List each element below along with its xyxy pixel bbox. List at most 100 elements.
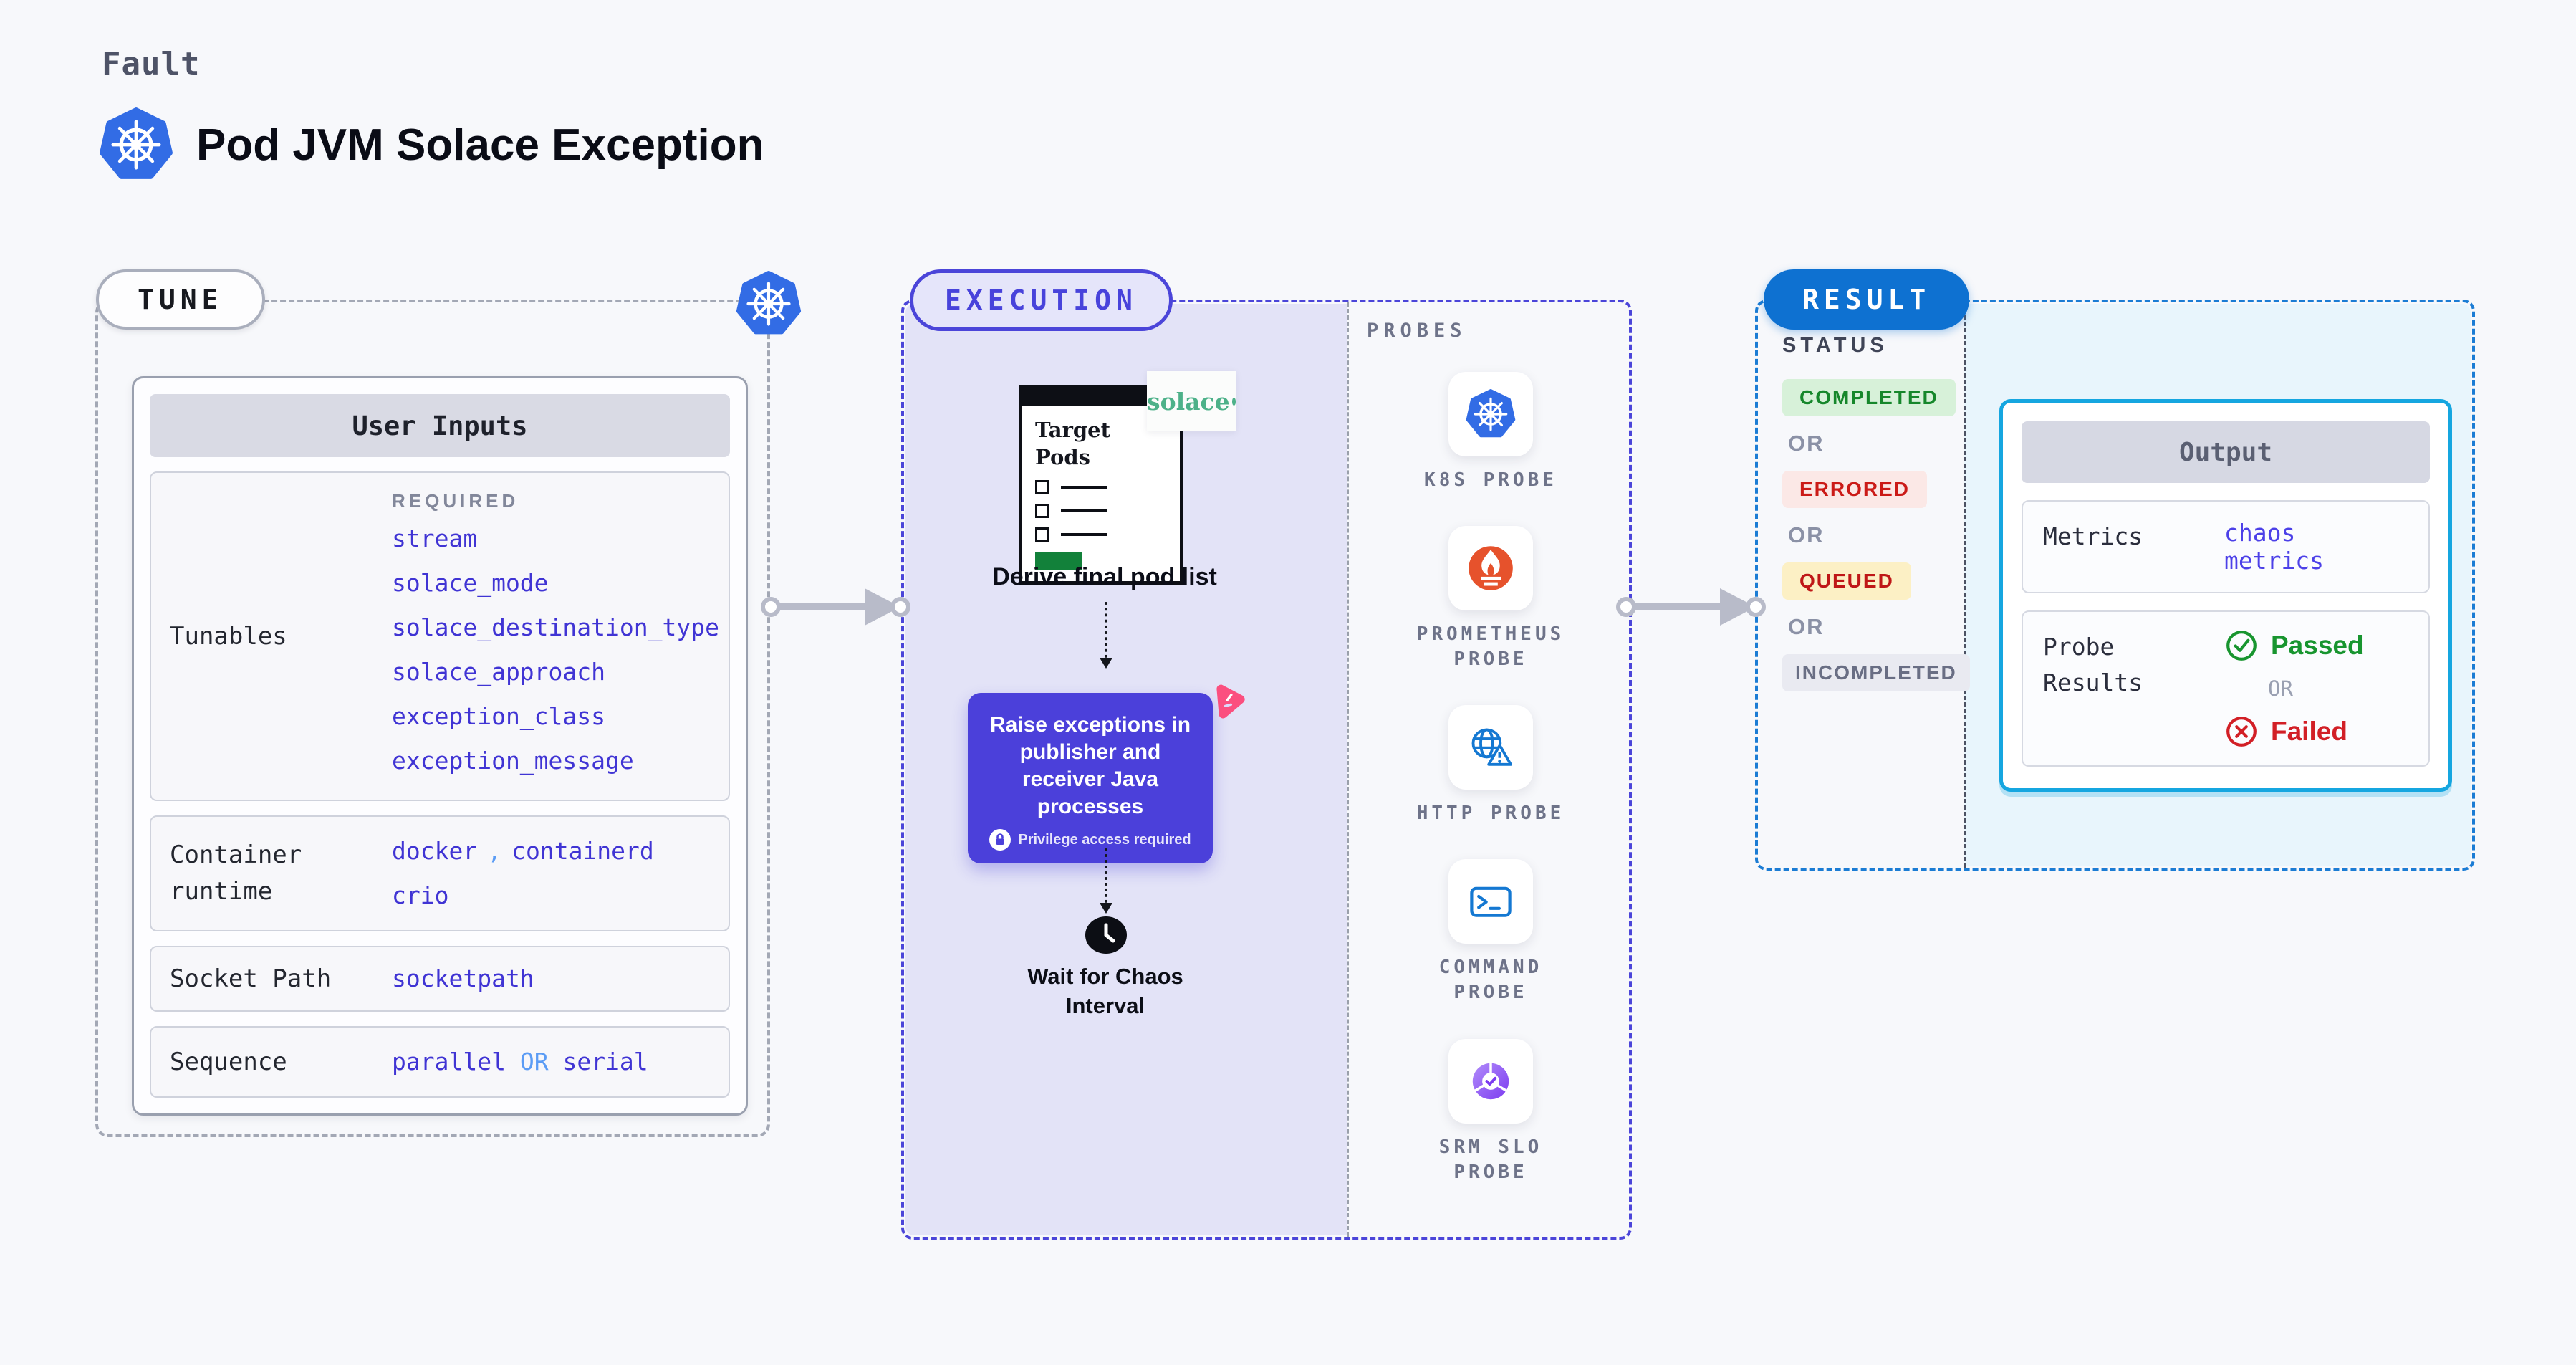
- flow-arrow-execution-to-result: [1616, 587, 1766, 627]
- probe-item: HTTP PROBE: [1417, 705, 1565, 826]
- execution-section: EXECUTION Target Pods solace Derive fina…: [901, 269, 1635, 1240]
- target-pods-graphic: Target Pods: [1019, 385, 1183, 585]
- tunable-value: exception_class: [392, 701, 606, 730]
- connector-dot: [1746, 597, 1766, 617]
- srm-slo-probe-card: [1448, 1038, 1533, 1124]
- status-badge-queued: QUEUED: [1782, 562, 1911, 600]
- result-section: RESULT STATUS COMPLETED OR ERRORED OR QU…: [1755, 269, 2475, 871]
- k8s-probe-card: [1448, 372, 1533, 456]
- dotted-arrow: [1099, 602, 1115, 669]
- lock-icon: [989, 829, 1011, 851]
- checkbox-icon: [1035, 480, 1049, 495]
- user-inputs-card: User Inputs Tunables REQUIRED stream sol…: [132, 376, 748, 1116]
- kubernetes-icon: [1466, 389, 1516, 439]
- status-title: STATUS: [1782, 334, 1888, 357]
- privilege-note: Privilege access required: [979, 829, 1201, 851]
- check-circle-icon: [2226, 631, 2257, 661]
- arrowhead: [1100, 903, 1112, 914]
- kubernetes-icon: [736, 269, 802, 338]
- arrowhead: [1100, 658, 1112, 669]
- checkbox-icon: [1035, 527, 1049, 542]
- runtime-value: crio: [392, 881, 449, 909]
- command-probe-card: [1448, 859, 1533, 944]
- dotted-arrow: [1099, 848, 1115, 914]
- connector-dot: [890, 597, 910, 617]
- output-header: Output: [2022, 421, 2430, 483]
- or-text: OR: [1788, 522, 1825, 547]
- status-column: STATUS COMPLETED OR ERRORED OR QUEUED OR…: [1782, 334, 1970, 691]
- page-header: Pod JVM Solace Exception: [99, 106, 764, 183]
- checkbox-icon: [1035, 504, 1049, 519]
- sequence-label: Sequence: [170, 1047, 287, 1076]
- probe-item: SRM SLO PROBE: [1397, 1038, 1585, 1185]
- container-runtime-label: Container runtime: [170, 840, 302, 906]
- globe-warning-icon: [1471, 728, 1512, 767]
- sequence-value: serial: [562, 1048, 648, 1076]
- x-circle-icon: [2226, 717, 2257, 747]
- output-card: Output Metrics chaos metrics Probe Resul…: [1999, 399, 2452, 792]
- tunables-values: REQUIRED stream solace_mode solace_desti…: [392, 473, 729, 800]
- probe-item: COMMAND PROBE: [1397, 859, 1585, 1005]
- probe-item: K8S PROBE: [1424, 372, 1557, 493]
- slo-pie-icon: [1472, 1061, 1509, 1099]
- green-button-graphic: [1035, 552, 1082, 570]
- http-probe-card: [1448, 705, 1533, 790]
- connector-dot: [1616, 597, 1636, 617]
- sequence-row: Sequence parallel OR serial: [150, 1026, 730, 1098]
- status-badge-completed: COMPLETED: [1782, 379, 1956, 416]
- terminal-icon: [1470, 887, 1512, 918]
- metrics-value: chaos metrics: [2224, 519, 2325, 575]
- execution-pill: EXECUTION: [910, 269, 1173, 331]
- flow-arrow-tune-to-execution: [761, 587, 910, 627]
- metrics-label: Metrics: [2043, 522, 2143, 550]
- probe-results-row: Probe Results Passed OR: [2022, 610, 2430, 767]
- target-pods-label: Target Pods: [1035, 418, 1110, 469]
- socket-path-value: socketpath: [392, 964, 534, 992]
- tune-pill: TUNE: [96, 269, 265, 330]
- runtime-value: docker: [392, 837, 478, 865]
- sequence-values: parallel OR serial: [392, 1040, 729, 1084]
- probes-divider: [1347, 302, 1349, 1237]
- tunable-value: stream: [392, 524, 478, 552]
- status-badge-incompleted: INCOMPLETED: [1782, 654, 1970, 691]
- tunable-value: solace_mode: [392, 568, 549, 597]
- derive-pod-list-label: Derive final pod list: [992, 563, 1217, 590]
- required-tag: REQUIRED: [392, 489, 519, 512]
- or-text: OR: [1788, 431, 1825, 456]
- container-runtime-values: docker,containerd: [392, 829, 729, 873]
- clock-icon: [1085, 916, 1127, 954]
- tunable-value: exception_message: [392, 746, 634, 775]
- result-pill: RESULT: [1764, 269, 1970, 330]
- container-runtime-row: Container runtime docker,containerd crio: [150, 815, 730, 931]
- page-title: Pod JVM Solace Exception: [196, 120, 764, 170]
- solace-logo: solace: [1147, 371, 1236, 431]
- solace-dot: [1231, 397, 1236, 406]
- probes-panel: PROBES K8S PROBE: [1347, 302, 1635, 1237]
- sequence-value: parallel: [392, 1048, 506, 1076]
- status-output-divider: [1964, 302, 1966, 868]
- or-text: OR: [1788, 614, 1825, 639]
- kubernetes-icon: [99, 106, 173, 183]
- tunables-label: Tunables: [170, 621, 287, 651]
- raise-exceptions-label: Raise exceptions in publisher and receiv…: [989, 713, 1191, 818]
- probes-title: PROBES: [1367, 320, 1467, 342]
- socket-path-label: Socket Path: [170, 964, 332, 993]
- tunable-value: solace_destination_type: [392, 613, 719, 641]
- wait-interval-label: Wait for Chaos Interval: [1027, 964, 1183, 1018]
- flame-icon: [1469, 546, 1513, 590]
- prometheus-probe-card: [1448, 526, 1533, 611]
- status-badge-errored: ERRORED: [1782, 471, 1928, 508]
- or-text: OR: [2268, 676, 2293, 701]
- metrics-row: Metrics chaos metrics: [2022, 500, 2430, 593]
- connector-dot: [761, 597, 781, 617]
- passed-result: Passed: [2225, 629, 2364, 662]
- user-inputs-header: User Inputs: [150, 394, 730, 457]
- probe-item: PROMETHEUS PROBE: [1397, 526, 1585, 672]
- raise-exceptions-step: Raise exceptions in publisher and receiv…: [968, 693, 1213, 863]
- tunables-row: Tunables REQUIRED stream solace_mode sol…: [150, 471, 730, 801]
- runtime-value: containerd: [511, 837, 654, 865]
- tunable-value: solace_approach: [392, 657, 606, 686]
- failed-result: Failed: [2225, 715, 2364, 748]
- socket-path-row: Socket Path socketpath: [150, 946, 730, 1012]
- tune-section: TUNE User Inputs Tunables REQUIRED strea…: [95, 269, 770, 1137]
